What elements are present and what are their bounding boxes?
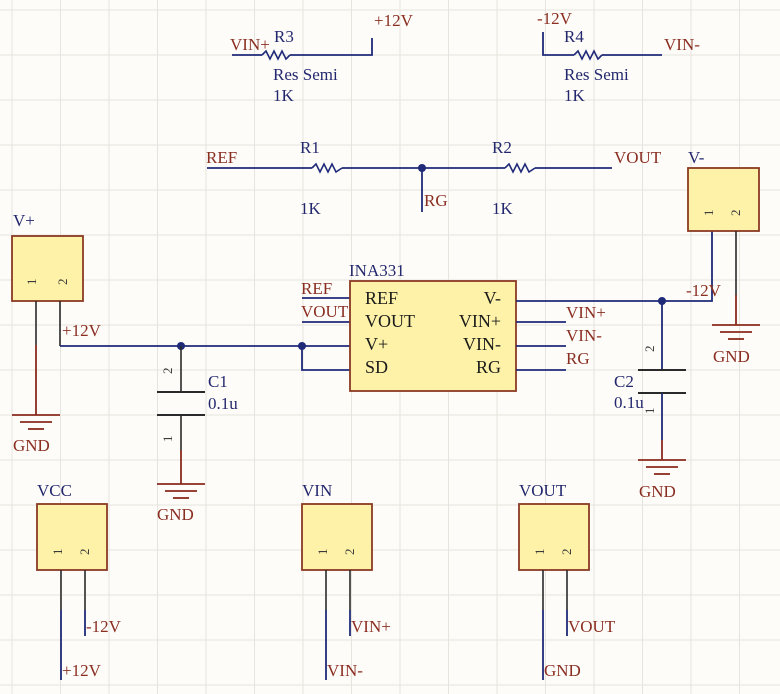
vplus-designator: V+ <box>13 211 35 230</box>
ic-net-rg: RG <box>566 349 590 368</box>
vminus-designator: V- <box>688 148 705 167</box>
connector-vplus[interactable]: V+ 1 2 GND +12V <box>11 211 102 455</box>
vcc-pin2-num: 2 <box>77 549 92 556</box>
vminus-net-gnd: GND <box>713 347 750 366</box>
vplus-net-12v: +12V <box>62 321 102 340</box>
r1-net-right: RG <box>424 191 448 210</box>
ic-ina331[interactable]: INA331 REF VOUT REF VOUT V+ SD V- VIN+ V… <box>301 261 606 392</box>
sd-tie-wire <box>301 346 350 371</box>
resistor-r4[interactable]: -12V R4 VIN- Res Semi 1K <box>537 9 700 105</box>
r4-zigzag-icon <box>573 49 603 61</box>
vminus-pin2-num: 2 <box>728 210 743 217</box>
connector-vout[interactable]: VOUT 1 2 GND VOUT <box>518 481 616 680</box>
r2-designator: R2 <box>492 138 512 157</box>
r3-net-right: +12V <box>374 11 414 30</box>
vout-body <box>518 503 590 571</box>
connector-vminus[interactable]: V- 1 2 -12V GND <box>686 148 760 366</box>
c1-pin1-num: 1 <box>160 436 175 443</box>
resistor-r3[interactable]: VIN+ R3 +12V Res Semi 1K <box>230 11 414 105</box>
c2-net-gnd: GND <box>639 482 676 501</box>
r1-zigzag-icon <box>311 162 343 174</box>
r3-net-left: VIN+ <box>230 35 270 54</box>
r4-value: 1K <box>564 86 586 105</box>
ic-net-vinminus: VIN- <box>566 326 602 345</box>
ic-pin-vminus: V- <box>484 288 501 308</box>
r2-zigzag-icon <box>504 162 536 174</box>
vin-designator: VIN <box>302 481 332 500</box>
ic-pin-rg: RG <box>476 357 501 377</box>
vin-net-pin1: VIN- <box>327 661 363 680</box>
vminus-net-12v: -12V <box>686 281 722 300</box>
vcc-designator: VCC <box>37 481 72 500</box>
vminus-pin1-num: 1 <box>701 210 716 217</box>
r1-value: 1K <box>300 199 322 218</box>
vcc-pin1-num: 1 <box>50 549 65 556</box>
c1-designator: C1 <box>208 372 228 391</box>
c2-value: 0.1u <box>614 393 644 412</box>
vcc-net-pin1: +12V <box>62 661 102 680</box>
ic-pin-sd: SD <box>365 357 388 377</box>
vin-pin2-num: 2 <box>342 549 357 556</box>
c1-value: 0.1u <box>208 394 238 413</box>
vplus-net-gnd: GND <box>13 436 50 455</box>
r1-designator: R1 <box>300 138 320 157</box>
vout-designator: VOUT <box>519 481 567 500</box>
connector-vcc[interactable]: VCC 1 2 +12V -12V <box>36 481 122 680</box>
r3-wire-right <box>290 38 373 56</box>
c2-pin1-num: 1 <box>642 408 657 415</box>
ic-pin-vinplus: VIN+ <box>459 311 501 331</box>
r3-comment: Res Semi <box>273 65 338 84</box>
ic-pin-vplus: V+ <box>365 334 388 354</box>
ic-net-ref: REF <box>301 279 332 298</box>
r4-net-left: -12V <box>537 9 573 28</box>
r4-designator: R4 <box>564 27 584 46</box>
r1-net-left: REF <box>206 148 237 167</box>
r2-value: 1K <box>492 199 514 218</box>
r3-designator: R3 <box>274 27 294 46</box>
ic-net-vinplus: VIN+ <box>566 303 606 322</box>
vin-body <box>301 503 373 571</box>
r4-wire-left <box>542 32 574 56</box>
capacitor-c2[interactable]: 2 1 C2 0.1u GND <box>614 301 686 501</box>
resistor-r1[interactable]: REF R1 1K <box>206 138 422 218</box>
vout-net-pin2: VOUT <box>568 617 616 636</box>
vcc-body <box>36 503 108 571</box>
r2-net-right: VOUT <box>614 148 662 167</box>
minus12v-rail <box>516 230 713 302</box>
r3-zigzag-icon <box>261 49 291 61</box>
connector-vin[interactable]: VIN 1 2 VIN- VIN+ <box>301 481 391 680</box>
vplus-pin2-num: 2 <box>55 279 70 286</box>
vminus-body <box>687 167 760 232</box>
c2-designator: C2 <box>614 372 634 391</box>
vin-net-pin2: VIN+ <box>351 617 391 636</box>
vplus-body <box>11 235 84 302</box>
c1-pin2-num: 2 <box>160 368 175 375</box>
ic-net-vout: VOUT <box>301 302 349 321</box>
vcc-net-pin2: -12V <box>86 617 122 636</box>
r4-comment: Res Semi <box>564 65 629 84</box>
vout-net-pin1: GND <box>544 661 581 680</box>
c2-pin2-num: 2 <box>642 346 657 353</box>
capacitor-c1[interactable]: 2 1 C1 0.1u GND <box>157 346 238 524</box>
ic-pin-vout: VOUT <box>365 311 415 331</box>
vplus-pin1-num: 1 <box>24 279 39 286</box>
r4-net-right: VIN- <box>664 35 700 54</box>
vout-pin2-num: 2 <box>559 549 574 556</box>
vout-pin1-num: 1 <box>532 549 547 556</box>
resistor-r2[interactable]: R2 1K VOUT <box>422 138 662 218</box>
r3-value: 1K <box>273 86 295 105</box>
ic-pin-vinminus: VIN- <box>463 334 501 354</box>
ic-designator: INA331 <box>349 261 405 280</box>
ic-body <box>349 280 517 392</box>
ic-pin-ref: REF <box>365 288 398 308</box>
c1-net-gnd: GND <box>157 505 194 524</box>
vin-pin1-num: 1 <box>315 549 330 556</box>
